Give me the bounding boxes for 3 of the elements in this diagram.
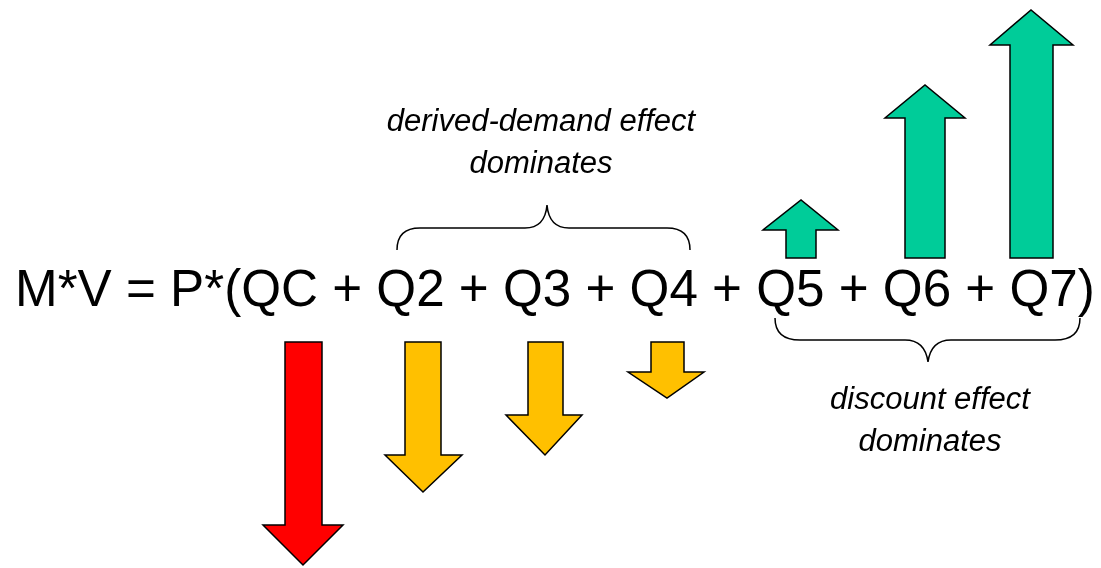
annotation-text: discount effect dominates <box>829 380 1032 460</box>
annotation-text: derived-demand effect dominates <box>385 102 697 182</box>
equation-text: M*V = P*(QC + Q2 + Q3 + Q4 + Q5 + Q6 + Q7) <box>15 258 1095 318</box>
